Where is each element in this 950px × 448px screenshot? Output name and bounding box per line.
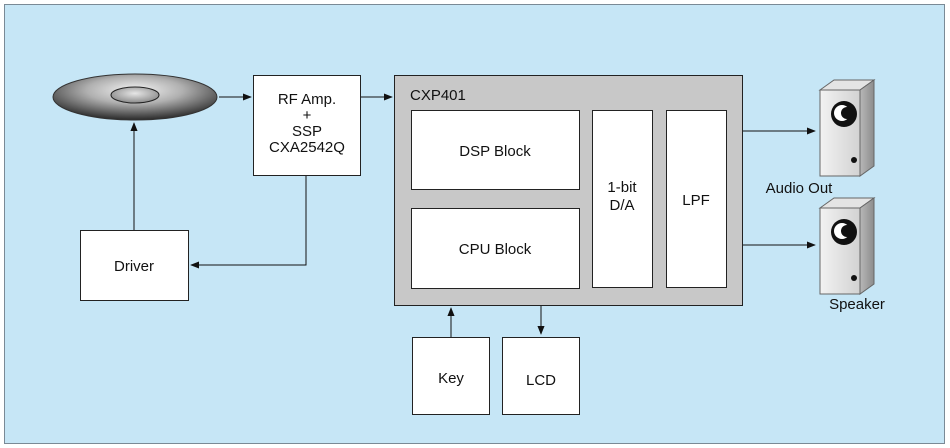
rf-plus-label: + [303, 107, 312, 124]
cpu-label: CPU Block [459, 241, 532, 258]
lpf-block: LPF [666, 110, 727, 288]
key-label: Key [438, 370, 464, 387]
lcd-block: LCD [502, 337, 580, 415]
dsp-label: DSP Block [459, 143, 531, 160]
driver-label: Driver [114, 258, 154, 275]
speaker-icon [819, 79, 875, 177]
driver-block: Driver [80, 230, 189, 301]
lcd-label: LCD [526, 372, 556, 389]
dsp-block: DSP Block [411, 110, 580, 190]
rf-amp-block: RF Amp. + SSP CXA2542Q [253, 75, 361, 176]
da-block: 1-bit D/A [592, 110, 653, 288]
lpf-label: LPF [682, 192, 710, 209]
audio-out-label: Audio Out [766, 180, 834, 197]
cpu-block: CPU Block [411, 208, 580, 289]
da-line2-label: D/A [609, 197, 634, 214]
chip-title: CXP401 [410, 87, 466, 104]
cxp401-chip: CXP401 DSP Block CPU Block 1-bit D/A LPF [394, 75, 743, 306]
rf-amp-label: RF Amp. [278, 91, 336, 108]
speaker-icon [819, 197, 875, 295]
rf-ssp-label: SSP [292, 123, 322, 140]
rf-to-driver-arrow [190, 176, 307, 269]
disc-icon [52, 73, 218, 121]
da-line1-label: 1-bit [607, 179, 637, 196]
key-block: Key [412, 337, 490, 415]
speaker-label: Speaker [829, 296, 885, 313]
rf-part-label: CXA2542Q [269, 139, 345, 156]
